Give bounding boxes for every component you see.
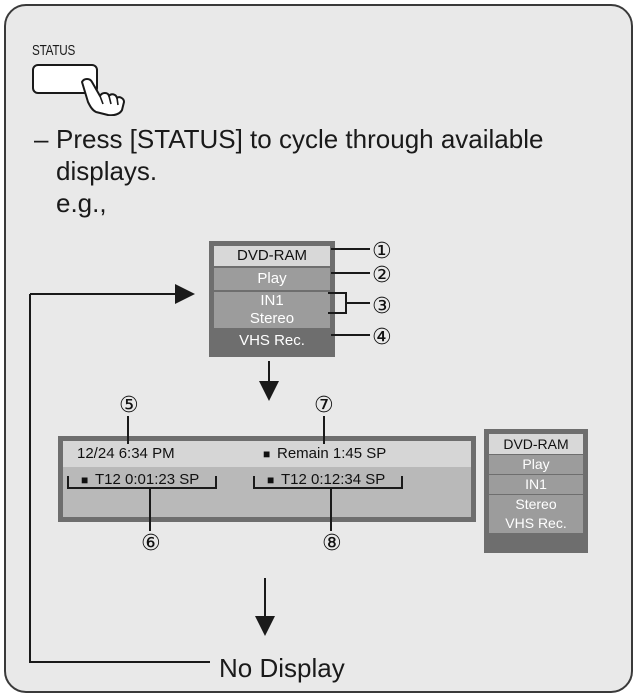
callout-5: ⑤ bbox=[119, 392, 139, 417]
pointing-hand-icon bbox=[81, 78, 125, 116]
left-counter-marker: ■ bbox=[81, 473, 89, 487]
right-counter-text: T12 0:12:34 SP bbox=[281, 471, 386, 488]
callout-8: ⑧ bbox=[322, 530, 342, 555]
disc-type-row: DVD-RAM bbox=[214, 246, 330, 266]
left-counter-text: T12 0:01:23 SP bbox=[95, 471, 200, 488]
bracket-8 bbox=[253, 476, 403, 489]
display-2-header bbox=[63, 441, 471, 467]
return-loop-line bbox=[29, 294, 210, 663]
instruction-line-2: displays. bbox=[56, 156, 158, 186]
date-time-text: 12/24 6:34 PM bbox=[77, 445, 175, 462]
bracket-6 bbox=[67, 476, 217, 489]
status-display-side: DVD-RAM Play IN1 Stereo VHS Rec. bbox=[484, 429, 588, 553]
instruction-frame: STATUS – Press [STATUS] to cycle through… bbox=[4, 4, 633, 693]
callout-1: ① bbox=[372, 238, 392, 263]
status-display-1: DVD-RAM Play IN1 Stereo VHS Rec. bbox=[209, 241, 335, 357]
callout-4: ④ bbox=[372, 324, 392, 349]
callout-6: ⑥ bbox=[141, 530, 161, 555]
flow-lines bbox=[29, 248, 403, 663]
side-recording-row: VHS Rec. bbox=[489, 514, 583, 533]
audio-row: Stereo bbox=[214, 310, 330, 328]
callout-2: ② bbox=[372, 262, 392, 287]
side-input-row: IN1 bbox=[489, 475, 583, 494]
side-disc-type-row: DVD-RAM bbox=[489, 434, 583, 454]
no-display-label: No Display bbox=[219, 653, 345, 683]
example-label: e.g., bbox=[56, 188, 107, 218]
instruction-line-1: Press [STATUS] to cycle through availabl… bbox=[56, 124, 544, 154]
side-audio-row: Stereo bbox=[489, 495, 583, 514]
right-counter-marker: ■ bbox=[267, 473, 275, 487]
callout-7: ⑦ bbox=[314, 392, 334, 417]
status-key-label: STATUS bbox=[32, 42, 76, 59]
bullet-dash: – bbox=[34, 124, 49, 154]
playback-status-row: Play bbox=[214, 268, 330, 290]
remain-time-text: Remain 1:45 SP bbox=[277, 445, 387, 462]
side-playback-row: Play bbox=[489, 455, 583, 474]
recording-row: VHS Rec. bbox=[214, 330, 330, 352]
callout-3: ③ bbox=[372, 293, 392, 318]
input-row: IN1 bbox=[214, 292, 330, 310]
bracket-3 bbox=[328, 292, 347, 314]
remain-marker: ■ bbox=[263, 447, 271, 461]
